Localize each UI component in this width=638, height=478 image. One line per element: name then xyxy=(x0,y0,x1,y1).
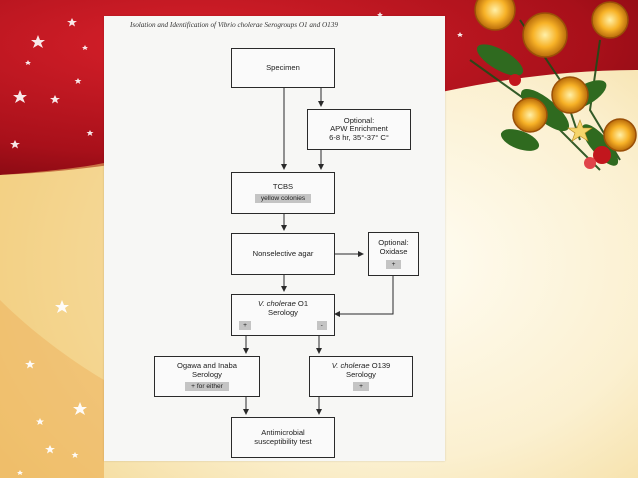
apw-line1: Optional: xyxy=(343,115,375,125)
node-ogawa-inaba-serology: Ogawa and Inaba Serology + for either xyxy=(154,356,260,397)
o1-chips: + - xyxy=(239,320,327,330)
o139-line1: V. cholerae O139 xyxy=(331,360,391,371)
antimicrobial-line2: susceptibility test xyxy=(254,436,312,446)
node-oxidase: Optional: Oxidase + xyxy=(368,232,419,276)
nonselective-label: Nonselective agar xyxy=(252,248,314,258)
ogawa-result-chip: + for either xyxy=(185,382,229,392)
oxidase-result-chip: + xyxy=(385,259,402,269)
oxidase-line1: Optional: xyxy=(378,238,409,248)
node-specimen: Specimen xyxy=(231,48,335,88)
o1-positive-chip: + xyxy=(239,320,251,330)
node-vcholerae-o139-serology: V. cholerae O139 Serology + xyxy=(309,356,413,397)
node-vcholerae-o1-serology: V. cholerae O1 Serology + - xyxy=(231,294,335,336)
o1-serogroup: O1 xyxy=(295,299,309,309)
apw-line2: APW Enrichment xyxy=(330,124,388,134)
o139-result-chip: + xyxy=(353,382,369,392)
node-nonselective-agar: Nonselective agar xyxy=(231,233,335,275)
o139-serogroup: O139 xyxy=(369,360,391,370)
node-apw-enrichment: Optional: APW Enrichment 6-8 hr, 35°-37°… xyxy=(307,109,411,150)
antimicrobial-line1: Antimicrobial xyxy=(261,427,305,437)
specimen-label: Specimen xyxy=(266,62,300,72)
diagram-title: Isolation and Identification of Vibrio c… xyxy=(130,21,338,29)
node-antimicrobial-susceptibility: Antimicrobial susceptibility test xyxy=(231,417,335,458)
ogawa-line2: Serology xyxy=(192,369,222,379)
o1-negative-chip: - xyxy=(316,320,327,330)
node-tcbs: TCBS yellow colonies xyxy=(231,172,335,214)
o1-line1: V. cholerae O1 xyxy=(258,300,308,309)
ogawa-line1: Ogawa and Inaba xyxy=(177,360,237,370)
tcbs-label: TCBS xyxy=(272,181,294,191)
o1-species: V. cholerae xyxy=(257,299,296,309)
tcbs-result-chip: yellow colonies xyxy=(254,194,312,204)
apw-line3: 6-8 hr, 35°-37° C° xyxy=(329,132,389,142)
o139-species: V. cholerae xyxy=(331,360,370,370)
o139-line2: Serology xyxy=(346,369,376,379)
flow-arrows xyxy=(243,88,394,415)
flowchart-slide: Isolation and Identification of Vibrio c… xyxy=(104,16,445,461)
o1-line2: Serology xyxy=(268,308,298,317)
oxidase-line2: Oxidase xyxy=(379,247,408,256)
